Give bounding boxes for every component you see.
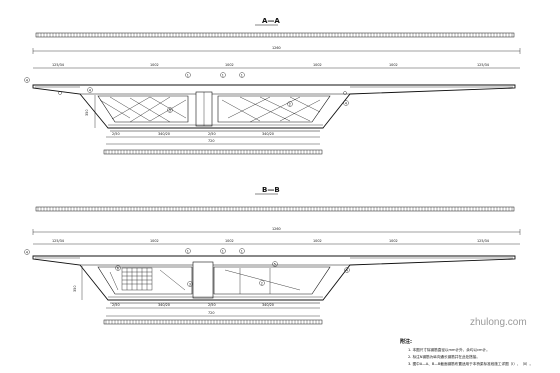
callout-label: 5	[274, 262, 276, 266]
section-b-height-dimension: 350	[73, 266, 83, 300]
bottom-dim-label: 340/20	[158, 303, 170, 307]
bottom-dim-label: 2/50	[112, 132, 120, 136]
note-item: 3. 图中A—A、B—B截面钢筋布置适用于本桥梁标准段施工详图（Ⅰ）、（Ⅱ）。	[408, 361, 533, 366]
callout-marker	[239, 248, 245, 254]
notes-heading: 附注:	[400, 338, 412, 345]
section-b-height-label: 350	[73, 286, 77, 292]
section-b-total-width-label: 1260	[272, 227, 281, 231]
callout-label: 4	[26, 78, 28, 82]
callout-label: 4	[89, 88, 91, 92]
callout-marker	[239, 72, 245, 78]
callout-marker	[344, 267, 350, 273]
section-a: A—A 1260 125/34 1002 1002 1002 1002 125/…	[24, 17, 521, 155]
section-a-top-rebar-strip	[35, 32, 515, 38]
bottom-dim-label: 2/50	[208, 132, 216, 136]
section-a-total-width-label: 1260	[272, 46, 281, 50]
section-a-callouts: 4 4 1 1 1 3 2 4	[24, 72, 349, 113]
callout-label: 1	[187, 73, 189, 77]
callout-label: 1	[222, 73, 224, 77]
callout-label: 6	[117, 266, 119, 270]
callout-label: 4	[345, 101, 347, 105]
section-b-sub-dimensions: 125/34 1002 1002 1002 1002 125/34	[33, 239, 520, 245]
section-a-height-label: 350	[85, 110, 89, 116]
section-a-bottom-total-label: 720	[208, 139, 214, 143]
callout-marker	[259, 280, 265, 286]
callout-marker	[24, 249, 30, 255]
callout-label: 4	[346, 268, 348, 272]
callout-marker	[24, 77, 30, 83]
callout-label: 4	[26, 250, 28, 254]
dim-label: 1002	[313, 63, 322, 67]
callout-label: 3	[169, 108, 171, 112]
dim-label: 125/34	[477, 63, 489, 67]
dim-label: 1002	[313, 239, 322, 243]
dim-label: 1002	[150, 63, 159, 67]
section-a-sub-dimensions: 125/34 1002 1002 1002 1002 125/34	[33, 63, 520, 69]
callout-label: 2	[289, 102, 291, 106]
bottom-dim-label: 2/50	[112, 303, 120, 307]
dim-label: 1002	[150, 239, 159, 243]
callout-label: 1	[241, 249, 243, 253]
callout-marker	[185, 72, 191, 78]
section-b-callouts: 4 1 6 1 1 5 3 2 4	[24, 248, 350, 287]
section-b-bottom-total-label: 720	[208, 311, 214, 315]
callout-marker	[185, 248, 191, 254]
bottom-dim-label: 340/20	[262, 132, 274, 136]
dim-label: 1002	[389, 63, 398, 67]
callout-marker	[343, 100, 349, 106]
section-a-title: A—A	[262, 17, 280, 25]
callout-marker	[272, 261, 278, 267]
note-item: 2. 标注N钢筋为纵向通长钢筋并在此处搭接。	[408, 354, 480, 359]
bottom-dim-label: 340/20	[262, 303, 274, 307]
section-b-box-girder	[32, 255, 516, 304]
watermark-text: zhulong.com	[470, 317, 527, 328]
section-b-total-dimension: 1260	[32, 227, 521, 235]
callout-label: 2	[261, 281, 263, 285]
section-a-total-dimension: 1260	[32, 46, 521, 54]
callout-marker	[167, 107, 173, 113]
bottom-dim-label: 2/50	[208, 303, 216, 307]
dim-label: 125/34	[52, 239, 64, 243]
callout-label: 1	[187, 249, 189, 253]
callout-label: 1	[241, 73, 243, 77]
callout-marker	[220, 248, 226, 254]
bottom-dim-label: 340/20	[158, 132, 170, 136]
section-b: B—B 1260 125/34 1002 1002 1002 1002 125/…	[24, 186, 521, 325]
section-a-bottom-dimensions: 2/50 340/20 2/50 340/20 720	[103, 132, 323, 155]
callout-label: 1	[222, 249, 224, 253]
dim-label: 125/34	[52, 63, 64, 67]
callout-label: 3	[189, 282, 191, 286]
dim-label: 1002	[389, 239, 398, 243]
section-a-height-dimension: 350	[85, 95, 96, 128]
section-b-bottom-dimensions: 2/50 340/20 2/50 340/20 720	[103, 303, 323, 325]
callout-marker	[115, 265, 121, 271]
section-b-top-rebar-strip	[35, 206, 515, 212]
callout-marker	[187, 281, 193, 287]
dim-label: 1002	[225, 63, 234, 67]
dim-label: 1002	[225, 239, 234, 243]
section-a-box-girder	[32, 84, 516, 132]
dim-label: 125/34	[477, 239, 489, 243]
callout-marker	[87, 87, 93, 93]
section-b-title: B—B	[262, 186, 280, 194]
section-b-bottom-rebar-strip	[103, 319, 323, 325]
note-item: 1. 本图尺寸除钢筋直径以mm计外，余均以cm计。	[408, 347, 490, 352]
notes-block: 附注: 1. 本图尺寸除钢筋直径以mm计外，余均以cm计。 2. 标注N钢筋为纵…	[400, 338, 533, 366]
section-a-bottom-rebar-strip	[103, 149, 323, 155]
callout-marker	[287, 101, 293, 107]
callout-marker	[220, 72, 226, 78]
